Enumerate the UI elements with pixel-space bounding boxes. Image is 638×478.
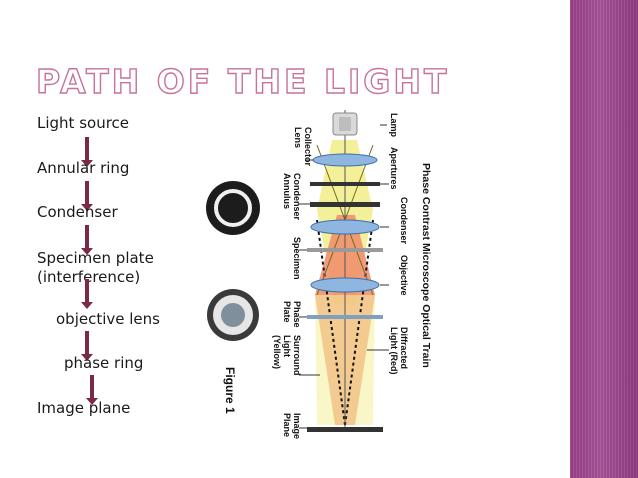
phase-plate: [307, 315, 383, 319]
down-arrow-icon: [81, 279, 93, 309]
step-image-plane: Image plane: [37, 399, 131, 417]
label-image-plane-2: Plane: [282, 413, 292, 437]
step-specimen-plate: Specimen plate: [37, 249, 154, 267]
down-arrow-icon: [81, 137, 93, 167]
label-diffracted-light-1: Diffracted: [399, 327, 409, 369]
step-light-source: Light source: [37, 114, 130, 132]
label-phase-plate-1: Phase: [292, 301, 302, 328]
aperture-plate: [310, 182, 380, 186]
label-collector-lens-2: Lens: [293, 127, 303, 148]
right-leader-lines: [367, 124, 389, 351]
lamp-icon: [332, 112, 358, 136]
collector-lens: [312, 153, 378, 167]
image-plane-bar: [307, 427, 383, 432]
condenser-lens: [310, 219, 380, 235]
left-leader-lines: [299, 159, 320, 429]
slide-title: PATH OF THE LIGHT: [35, 61, 450, 101]
ray-dashed-left: [316, 219, 346, 426]
step-annular-ring: Annular ring: [37, 159, 130, 177]
label-phase-plate-2: Plate: [282, 301, 292, 323]
light-path-steps: Light source Annular ring Condenser Spec…: [37, 114, 237, 417]
label-specimen: Specimen: [292, 237, 302, 280]
phase-plate-disk: [207, 289, 259, 341]
label-lamp: Lamp: [389, 113, 399, 138]
decorative-sidebar: [570, 0, 638, 478]
step-condenser: Condenser: [37, 203, 118, 221]
condenser-annulus-plate: [310, 202, 380, 207]
down-arrow-icon: [81, 181, 93, 211]
ray-dashed-right: [344, 219, 374, 426]
specimen-slide: [307, 248, 383, 252]
label-collector-lens-1: Collector: [303, 127, 313, 167]
down-arrow-icon: [81, 331, 93, 361]
label-diffracted-light-2: Light (Red): [389, 327, 399, 375]
label-image-plane-1: Image: [292, 413, 302, 439]
label-condenser: Condenser: [399, 197, 409, 245]
label-condenser-annulus-2: Annulus: [282, 173, 292, 209]
down-arrow-icon: [81, 225, 93, 255]
down-arrow-icon: [86, 375, 98, 405]
condenser-annulus-disk: [206, 181, 260, 235]
diagram-title: Phase Contrast Microscope Optical Train: [420, 163, 432, 368]
label-surround-light-2: Light: [282, 335, 292, 357]
label-surround-light-3: (Yellow): [272, 335, 282, 369]
label-objective: Objective: [399, 255, 409, 296]
label-surround-light-1: Surround: [292, 335, 302, 376]
step-objective-lens: objective lens: [56, 310, 160, 328]
objective-lens: [310, 277, 380, 293]
label-apertures: Apertures: [389, 147, 399, 190]
phase-contrast-diagram: Collector Lens Condenser Annulus Specime…: [206, 110, 432, 439]
step-interference: (interference): [37, 268, 141, 286]
step-phase-ring: phase ring: [64, 354, 144, 372]
figure-label: Figure 1: [223, 367, 237, 414]
label-condenser-annulus-1: Condenser: [292, 173, 302, 221]
